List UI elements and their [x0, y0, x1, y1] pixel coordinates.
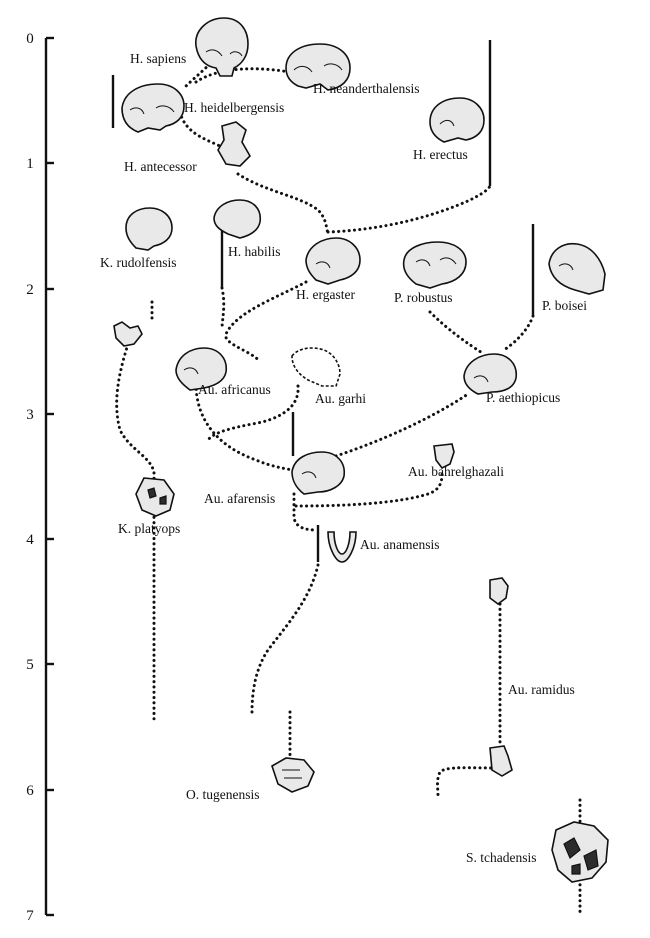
skull-k-platyops [135, 477, 175, 517]
label-h-heidelbergensis: H. heidelbergensis [184, 100, 284, 115]
skull-au-anamensis [327, 531, 357, 563]
skull-p-boisei [548, 242, 606, 295]
skull-au-ramidus [489, 577, 509, 605]
link-neanderthalensis-heidelbergensis [194, 67, 302, 84]
skull-h-sapiens [195, 17, 249, 77]
label-h-sapiens: H. sapiens [130, 51, 186, 66]
link-robustus-aethiopicus [428, 310, 486, 356]
label-p-boisei: P. boisei [542, 298, 587, 313]
species-labels: H. sapiens H. neanderthalensis H. heidel… [100, 51, 587, 865]
skull-h-erectus [429, 97, 485, 143]
skull-k-rudolfensis [125, 207, 173, 251]
label-o-tugenensis: O. tugenensis [186, 787, 260, 802]
tick-label-2: 2 [26, 282, 34, 298]
label-au-ramidus: Au. ramidus [508, 682, 575, 697]
link-garhi-africanus [206, 384, 300, 442]
skull-drawings [113, 17, 609, 883]
link-erectus-ergaster [326, 184, 492, 234]
lineage-links [115, 50, 582, 917]
skull-h-habilis [213, 199, 262, 239]
skull-au-garhi [291, 347, 341, 387]
time-axis: 0 1 2 3 4 5 6 7 [26, 31, 54, 924]
skull-h-neanderthalensis [285, 43, 351, 91]
label-au-anamensis: Au. anamensis [360, 537, 439, 552]
link-antecessor-ergaster [236, 172, 330, 236]
tick-label-5: 5 [26, 657, 34, 673]
tick-label-0: 0 [26, 31, 34, 47]
link-rudolfensis-platyops [115, 342, 156, 486]
label-k-platyops: K. platyops [118, 521, 180, 536]
link-africanus-afarensis [194, 382, 294, 472]
link-afarensis-anamensis [292, 492, 318, 532]
link-ergaster-habilis [224, 280, 308, 364]
link-habilis-stem [220, 286, 226, 332]
label-h-erectus: H. erectus [413, 147, 468, 162]
label-au-africanus: Au. africanus [198, 382, 271, 397]
label-k-rudolfensis: K. rudolfensis [100, 255, 177, 270]
tick-label-1: 1 [26, 156, 34, 172]
label-h-habilis: H. habilis [228, 244, 281, 259]
skull-h-antecessor [217, 121, 251, 167]
label-p-aethiopicus: P. aethiopicus [486, 390, 560, 405]
link-boisei-aethiopicus [502, 314, 535, 352]
skull-au-bahrelghazali [433, 443, 455, 470]
skull-o-tugenensis [271, 757, 315, 793]
range-bars [111, 40, 535, 562]
skull-h-ergaster [305, 237, 361, 285]
fragment-rudolfensis [113, 321, 143, 347]
label-p-robustus: P. robustus [394, 290, 453, 305]
skull-s-tchadensis [551, 821, 609, 883]
label-au-bahrelghazali: Au. bahrelghazali [408, 464, 504, 479]
link-anamensis-down [250, 563, 320, 714]
skull-h-heidelbergensis [121, 83, 185, 133]
skull-au-afarensis [291, 451, 346, 495]
skull-p-robustus [402, 241, 467, 289]
fragment-ramidus-lower [489, 745, 513, 777]
tick-label-6: 6 [26, 783, 34, 799]
label-au-afarensis: Au. afarensis [204, 491, 275, 506]
label-h-antecessor: H. antecessor [124, 159, 197, 174]
tick-label-3: 3 [26, 407, 34, 423]
tick-label-7: 7 [26, 908, 34, 924]
skull-au-africanus [175, 347, 228, 391]
link-ramidus-branch [436, 766, 498, 798]
tick-label-4: 4 [26, 532, 34, 548]
skull-p-aethiopicus [463, 353, 518, 395]
label-h-ergaster: H. ergaster [296, 287, 355, 302]
label-s-tchadensis: S. tchadensis [466, 850, 537, 865]
label-au-garhi: Au. garhi [315, 391, 366, 406]
label-h-neanderthalensis: H. neanderthalensis [313, 81, 419, 96]
